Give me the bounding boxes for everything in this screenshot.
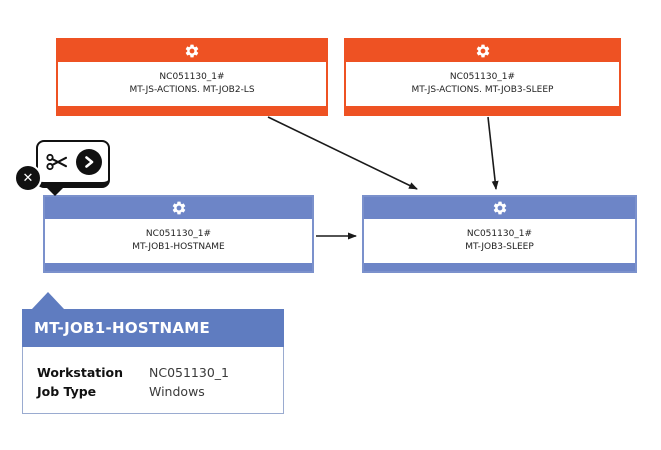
job-node-mt-job3-sleep[interactable]: NC051130_1# MT-JOB3-SLEEP — [362, 195, 637, 273]
node-action-toolbar — [36, 140, 110, 196]
gear-icon — [476, 44, 489, 58]
job-node-workstation: NC051130_1# — [449, 72, 516, 82]
job-node-name: MT-JOB3-SLEEP — [465, 242, 534, 252]
gear-icon — [493, 201, 506, 215]
job-node-footer-band — [364, 263, 635, 271]
cut-dependency-icon[interactable] — [45, 150, 69, 174]
job-node-header-band — [58, 40, 326, 62]
chevron-right-icon — [84, 156, 93, 168]
job-node-name: MT-JOB1-HOSTNAME — [132, 242, 225, 252]
job-node-header-band — [364, 197, 635, 219]
job-details-tooltip: MT-JOB1-HOSTNAME Workstation NC051130_1 … — [22, 292, 284, 414]
job-node-footer-band — [58, 106, 326, 114]
arrow-job2ls-to-job3sleep — [267, 116, 418, 190]
tooltip-row-workstation: Workstation NC051130_1 — [37, 363, 271, 382]
job-node-mt-job3-sleep-action[interactable]: NC051130_1# MT-JS-ACTIONS. MT-JOB3-SLEEP — [344, 38, 621, 116]
tooltip-pointer — [32, 292, 64, 309]
job-type-value: Windows — [149, 384, 205, 399]
tooltip-body: Workstation NC051130_1 Job Type Windows — [22, 347, 284, 414]
job-node-body: NC051130_1# MT-JOB1-HOSTNAME — [45, 219, 312, 263]
gear-icon — [172, 201, 185, 215]
job-node-workstation: NC051130_1# — [145, 229, 212, 239]
expand-actions-button[interactable] — [75, 149, 102, 175]
tooltip-title: MT-JOB1-HOSTNAME — [22, 309, 284, 347]
job-type-label: Job Type — [37, 384, 97, 399]
job-node-footer-band — [45, 263, 312, 271]
job-node-footer-band — [346, 106, 619, 114]
close-icon: ✕ — [22, 170, 34, 186]
job-node-workstation: NC051130_1# — [159, 72, 225, 82]
job-node-body: NC051130_1# MT-JS-ACTIONS. MT-JOB3-SLEEP — [346, 62, 619, 106]
close-toolbar-button[interactable]: ✕ — [14, 164, 42, 192]
job-node-mt-job2-ls[interactable]: NC051130_1# MT-JS-ACTIONS. MT-JOB2-LS — [56, 38, 328, 116]
job-node-header-band — [346, 40, 619, 62]
job-node-body: NC051130_1# MT-JOB3-SLEEP — [364, 219, 635, 263]
tooltip-row-job-type: Job Type Windows — [37, 382, 271, 401]
job-node-header-band — [45, 197, 312, 219]
job-node-body: NC051130_1# MT-JS-ACTIONS. MT-JOB2-LS — [58, 62, 326, 106]
job-node-workstation: NC051130_1# — [466, 229, 533, 239]
job-node-name: MT-JS-ACTIONS. MT-JOB2-LS — [129, 85, 255, 95]
job-node-name: MT-JS-ACTIONS. MT-JOB3-SLEEP — [411, 85, 554, 95]
toolbar-pointer-tail — [46, 187, 64, 196]
workstation-value: NC051130_1 — [149, 365, 229, 380]
gear-icon — [185, 44, 199, 58]
job-node-mt-job1-hostname[interactable]: NC051130_1# MT-JOB1-HOSTNAME — [43, 195, 314, 273]
workstation-label: Workstation — [37, 365, 124, 380]
arrow-job3sleepaction-to-job3sleep — [487, 116, 499, 190]
